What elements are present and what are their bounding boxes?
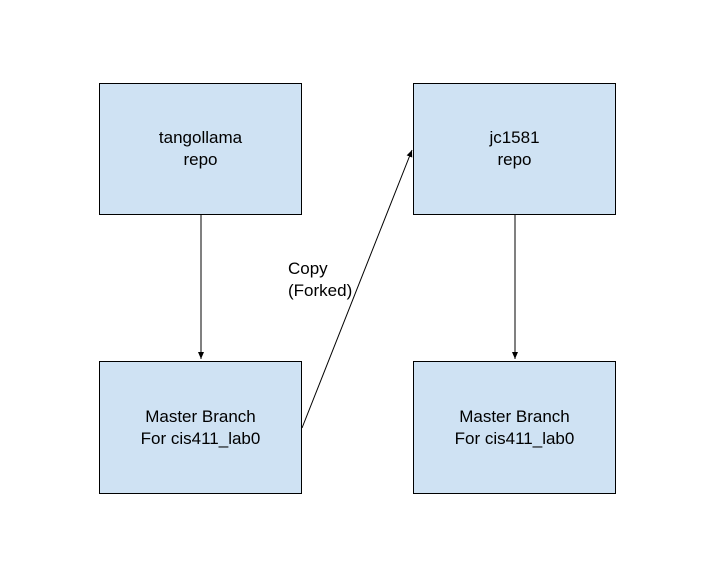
node-label-line: jc1581 [489, 128, 540, 147]
node-label: Master Branch For cis411_lab0 [455, 406, 575, 450]
node-label-line: Master Branch [145, 406, 256, 426]
node-label-line: tangollama [158, 128, 243, 147]
node-label-line: For cis411_lab0 [140, 428, 261, 448]
node-label: Master Branch For cis411_lab0 [141, 406, 261, 450]
jc1581-repo-node: jc1581 repo [413, 83, 616, 215]
right-master-branch-node: Master Branch For cis411_lab0 [413, 361, 616, 494]
node-label-line: Master Branch [459, 406, 570, 426]
node-label: tangollama repo [159, 127, 242, 171]
node-label-line: repo [183, 150, 218, 169]
tangollama-repo-node: tangollama repo [99, 83, 302, 215]
edge-label-line: Copy [288, 259, 328, 278]
node-label-line: repo [497, 150, 532, 169]
fork-edge-label: Copy (Forked) [288, 258, 352, 302]
node-label: jc1581 repo [489, 127, 539, 171]
left-master-branch-node: Master Branch For cis411_lab0 [99, 361, 302, 494]
arrow-fork [301, 149, 413, 429]
edge-label-line: (Forked) [288, 281, 353, 300]
node-label-line: For cis411_lab0 [454, 428, 575, 448]
